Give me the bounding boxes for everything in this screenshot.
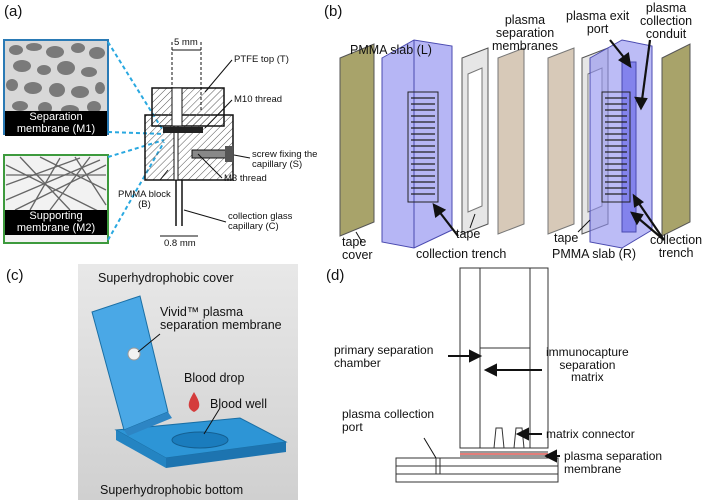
plasma-collection-conduit-label-line1: plasma [645, 1, 687, 15]
panel-a-label: (a) [4, 3, 23, 20]
panel-c-label: (c) [6, 267, 24, 284]
membrane-sheet-2 [547, 47, 575, 235]
blood-well [171, 431, 229, 449]
device-bottom-edge [166, 442, 286, 468]
pmma-slab-r-label: PMMA slab (R) [552, 247, 637, 261]
panel-b-label: (b) [324, 3, 343, 20]
tape-cover-label-line1: tape [342, 235, 367, 249]
immunocapture-label-line3: matrix [571, 370, 604, 385]
plasma-membrane-label-line2: membrane [564, 461, 622, 476]
panel-d: (d) primary separation chamber immunocap… [320, 262, 709, 502]
membrane-m1-label-line1: Separation [29, 111, 83, 123]
panel-a-pointers [159, 59, 251, 223]
pmma-block-label: PMMA block (B) [118, 190, 171, 210]
separation-membranes-label-line3: membranes [492, 39, 558, 54]
panel-d-label: (d) [326, 267, 345, 284]
vivid-membrane-label-line1: Vivid™ plasma [160, 305, 244, 319]
pmma-slab-right [589, 39, 653, 249]
collection-trench-right-label-line1: collection [650, 233, 703, 247]
screw-label-line1: screw fixing the [252, 149, 318, 160]
panel-d-drawing [395, 267, 560, 483]
pmma-block-label-line2: (B) [138, 198, 151, 210]
immunocapture-label-line1: immunocapture [546, 345, 629, 359]
panel-a: (a) Separation membrane (M1) Supporting … [0, 0, 317, 250]
plasma-exit-port-label-line2: port [586, 22, 609, 37]
primary-chamber-label-line1: primary separation [334, 343, 434, 357]
tape-frame-1-window [467, 67, 483, 213]
panel-b-drawing [339, 39, 691, 249]
immunocapture-label-line2: separation [559, 357, 616, 372]
collection-trench-right-label: collection trench [650, 233, 703, 261]
collection-trench-right-label-line2: trench [658, 246, 694, 261]
collection-trench-left-label: collection trench [416, 247, 507, 261]
screw-label-line2: capillary (S) [252, 158, 303, 170]
panel-b: (b) PMMA slab (L) plasma separation memb… [320, 0, 709, 262]
immunocapture-label: immunocapture separation matrix [546, 346, 629, 384]
blood-drop [188, 392, 200, 412]
vivid-membrane-disc [127, 347, 141, 361]
primary-chamber-label: primary separation chamber [334, 344, 433, 369]
panel-b-arrows [432, 39, 665, 241]
dim-top-label: 5 mm [174, 37, 198, 48]
tape-cover-left [339, 43, 375, 237]
tape-left-label: tape [456, 227, 481, 241]
superhydrophobic-bottom-label: Superhydrophobic bottom [100, 483, 244, 497]
separation-membranes-label: plasma separation membranes [492, 13, 558, 54]
plasma-membrane-label: plasma separation membrane [564, 450, 662, 475]
capillary-label-line2: capillary (C) [228, 220, 279, 232]
capillary-label: collection glass capillary (C) [228, 212, 292, 232]
plasma-collection-conduit-label-line3: conduit [645, 27, 687, 42]
membrane-sheet-1 [497, 47, 525, 235]
vivid-membrane-label: Vivid™ plasma separation membrane [160, 305, 282, 333]
plasma-collection-port-label-line2: port [342, 419, 363, 434]
tape-cover-label-line2: cover [342, 248, 373, 263]
plasma-collection-conduit-label: plasma collection conduit [640, 1, 693, 42]
plasma-collection-port-label: plasma collection port [342, 408, 434, 433]
blood-well-label: Blood well [210, 397, 267, 411]
plasma-collection-conduit-label-line2: collection [640, 14, 693, 29]
membrane-m2-label: Supporting membrane (M2) [5, 210, 107, 236]
panel-c: (c) Superhydrophobic cover Vivid™ plasma… [0, 262, 310, 502]
capillary-label-line1: collection glass [228, 211, 293, 222]
screw-label: screw fixing the capillary (S) [252, 150, 317, 170]
tape-cover-label: tape cover [342, 235, 373, 263]
m3-thread-label: M3 thread [224, 173, 267, 184]
panel-b-pointers [355, 213, 591, 243]
tape-cover-right [661, 43, 691, 237]
matrix-connector-label: matrix connector [546, 427, 635, 441]
membrane-m2-label-line2: membrane (M2) [16, 221, 96, 234]
primary-chamber-label-line2: chamber [334, 355, 381, 370]
plasma-exit-port-label-line1: plasma exit [566, 9, 630, 23]
device-bottom-side [116, 430, 166, 468]
ptfe-top-label: PTFE top (T) [234, 54, 289, 65]
pmma-slab-left [381, 39, 453, 249]
pmma-block-label-line1: PMMA block [118, 189, 171, 200]
dim-bottom-label: 0.8 mm [164, 238, 196, 249]
membrane-m2-label-line1: Supporting [29, 210, 83, 222]
separation-membranes-label-line2: separation [495, 26, 555, 41]
membrane-m1-label-line2: membrane (M1) [16, 122, 96, 135]
pmma-slab-l-label: PMMA slab (L) [350, 43, 432, 57]
device-schematic [395, 267, 559, 483]
device-cross-section [144, 42, 234, 237]
panel-a-drawing [3, 39, 251, 244]
panel-c-drawing [78, 264, 298, 500]
m10-thread-label: M10 thread [234, 94, 283, 105]
blood-drop-label: Blood drop [184, 371, 245, 385]
plasma-collection-port-label-line1: plasma collection [342, 407, 435, 421]
tape-right-label: tape [554, 231, 579, 245]
separation-membranes-label-line1: plasma [504, 13, 546, 27]
plasma-exit-port-label: plasma exit port [566, 9, 630, 37]
panel-c-pointers [137, 333, 221, 435]
superhydrophobic-cover-label: Superhydrophobic cover [98, 271, 234, 285]
panel-d-arrows [448, 349, 560, 463]
vivid-membrane-label-line2: separation membrane [160, 318, 282, 333]
device-cover-edge [124, 412, 172, 436]
membrane-m1-label: Separation membrane (M1) [5, 111, 107, 137]
collection-port-pointer [423, 437, 437, 459]
plasma-membrane-label-line1: plasma separation [564, 449, 663, 463]
